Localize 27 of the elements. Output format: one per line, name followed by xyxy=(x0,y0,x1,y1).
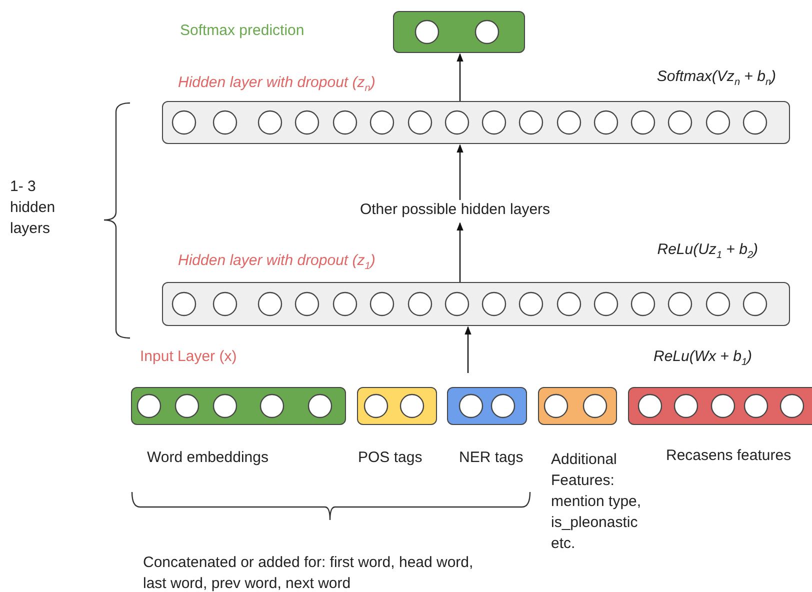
arrow xyxy=(456,144,464,200)
layer-label: Softmax prediction xyxy=(180,21,304,41)
input-segment-bar xyxy=(628,387,812,425)
arrow xyxy=(456,53,464,101)
feature-label: Word embeddings xyxy=(147,448,268,468)
layer-count-label: 1- 3 hidden layers xyxy=(10,177,56,239)
input-segment-bar xyxy=(131,387,346,425)
arrow xyxy=(456,222,464,282)
hidden-layer-bar xyxy=(162,101,790,144)
output-layer-bar xyxy=(393,11,525,53)
input-segment-bar xyxy=(447,387,527,425)
activation-formula: ReLu(Wx + b$_{1}$) xyxy=(652,347,752,370)
activation-formula: ReLu(Uz$_{1}$ + b$_{2}$) xyxy=(656,240,758,263)
note-text: Concatenated or added for: first word, head word, last word, prev word, next word xyxy=(143,553,474,592)
feature-label: Additional Features: mention type, is_pleonastic etc. xyxy=(551,450,642,554)
feature-label: Recasens features xyxy=(666,446,792,466)
layer-label: Other possible hidden layers xyxy=(335,200,575,222)
hidden-layer-bar xyxy=(162,282,790,326)
feature-label: POS tags xyxy=(358,448,422,468)
layer-label: Input Layer (x) xyxy=(140,347,237,367)
activation-formula: Softmax(Vz$_{n}$ + b$_{n}$) xyxy=(656,67,776,90)
input-segment-bar xyxy=(357,387,437,425)
layer-label: Hidden layer with dropout (z$_{1}$) xyxy=(178,251,376,274)
feature-label: NER tags xyxy=(459,448,524,468)
layer-label: Hidden layer with dropout (z$_{n}$) xyxy=(178,73,376,96)
input-segment-bar xyxy=(538,387,617,425)
arrow xyxy=(464,326,472,373)
